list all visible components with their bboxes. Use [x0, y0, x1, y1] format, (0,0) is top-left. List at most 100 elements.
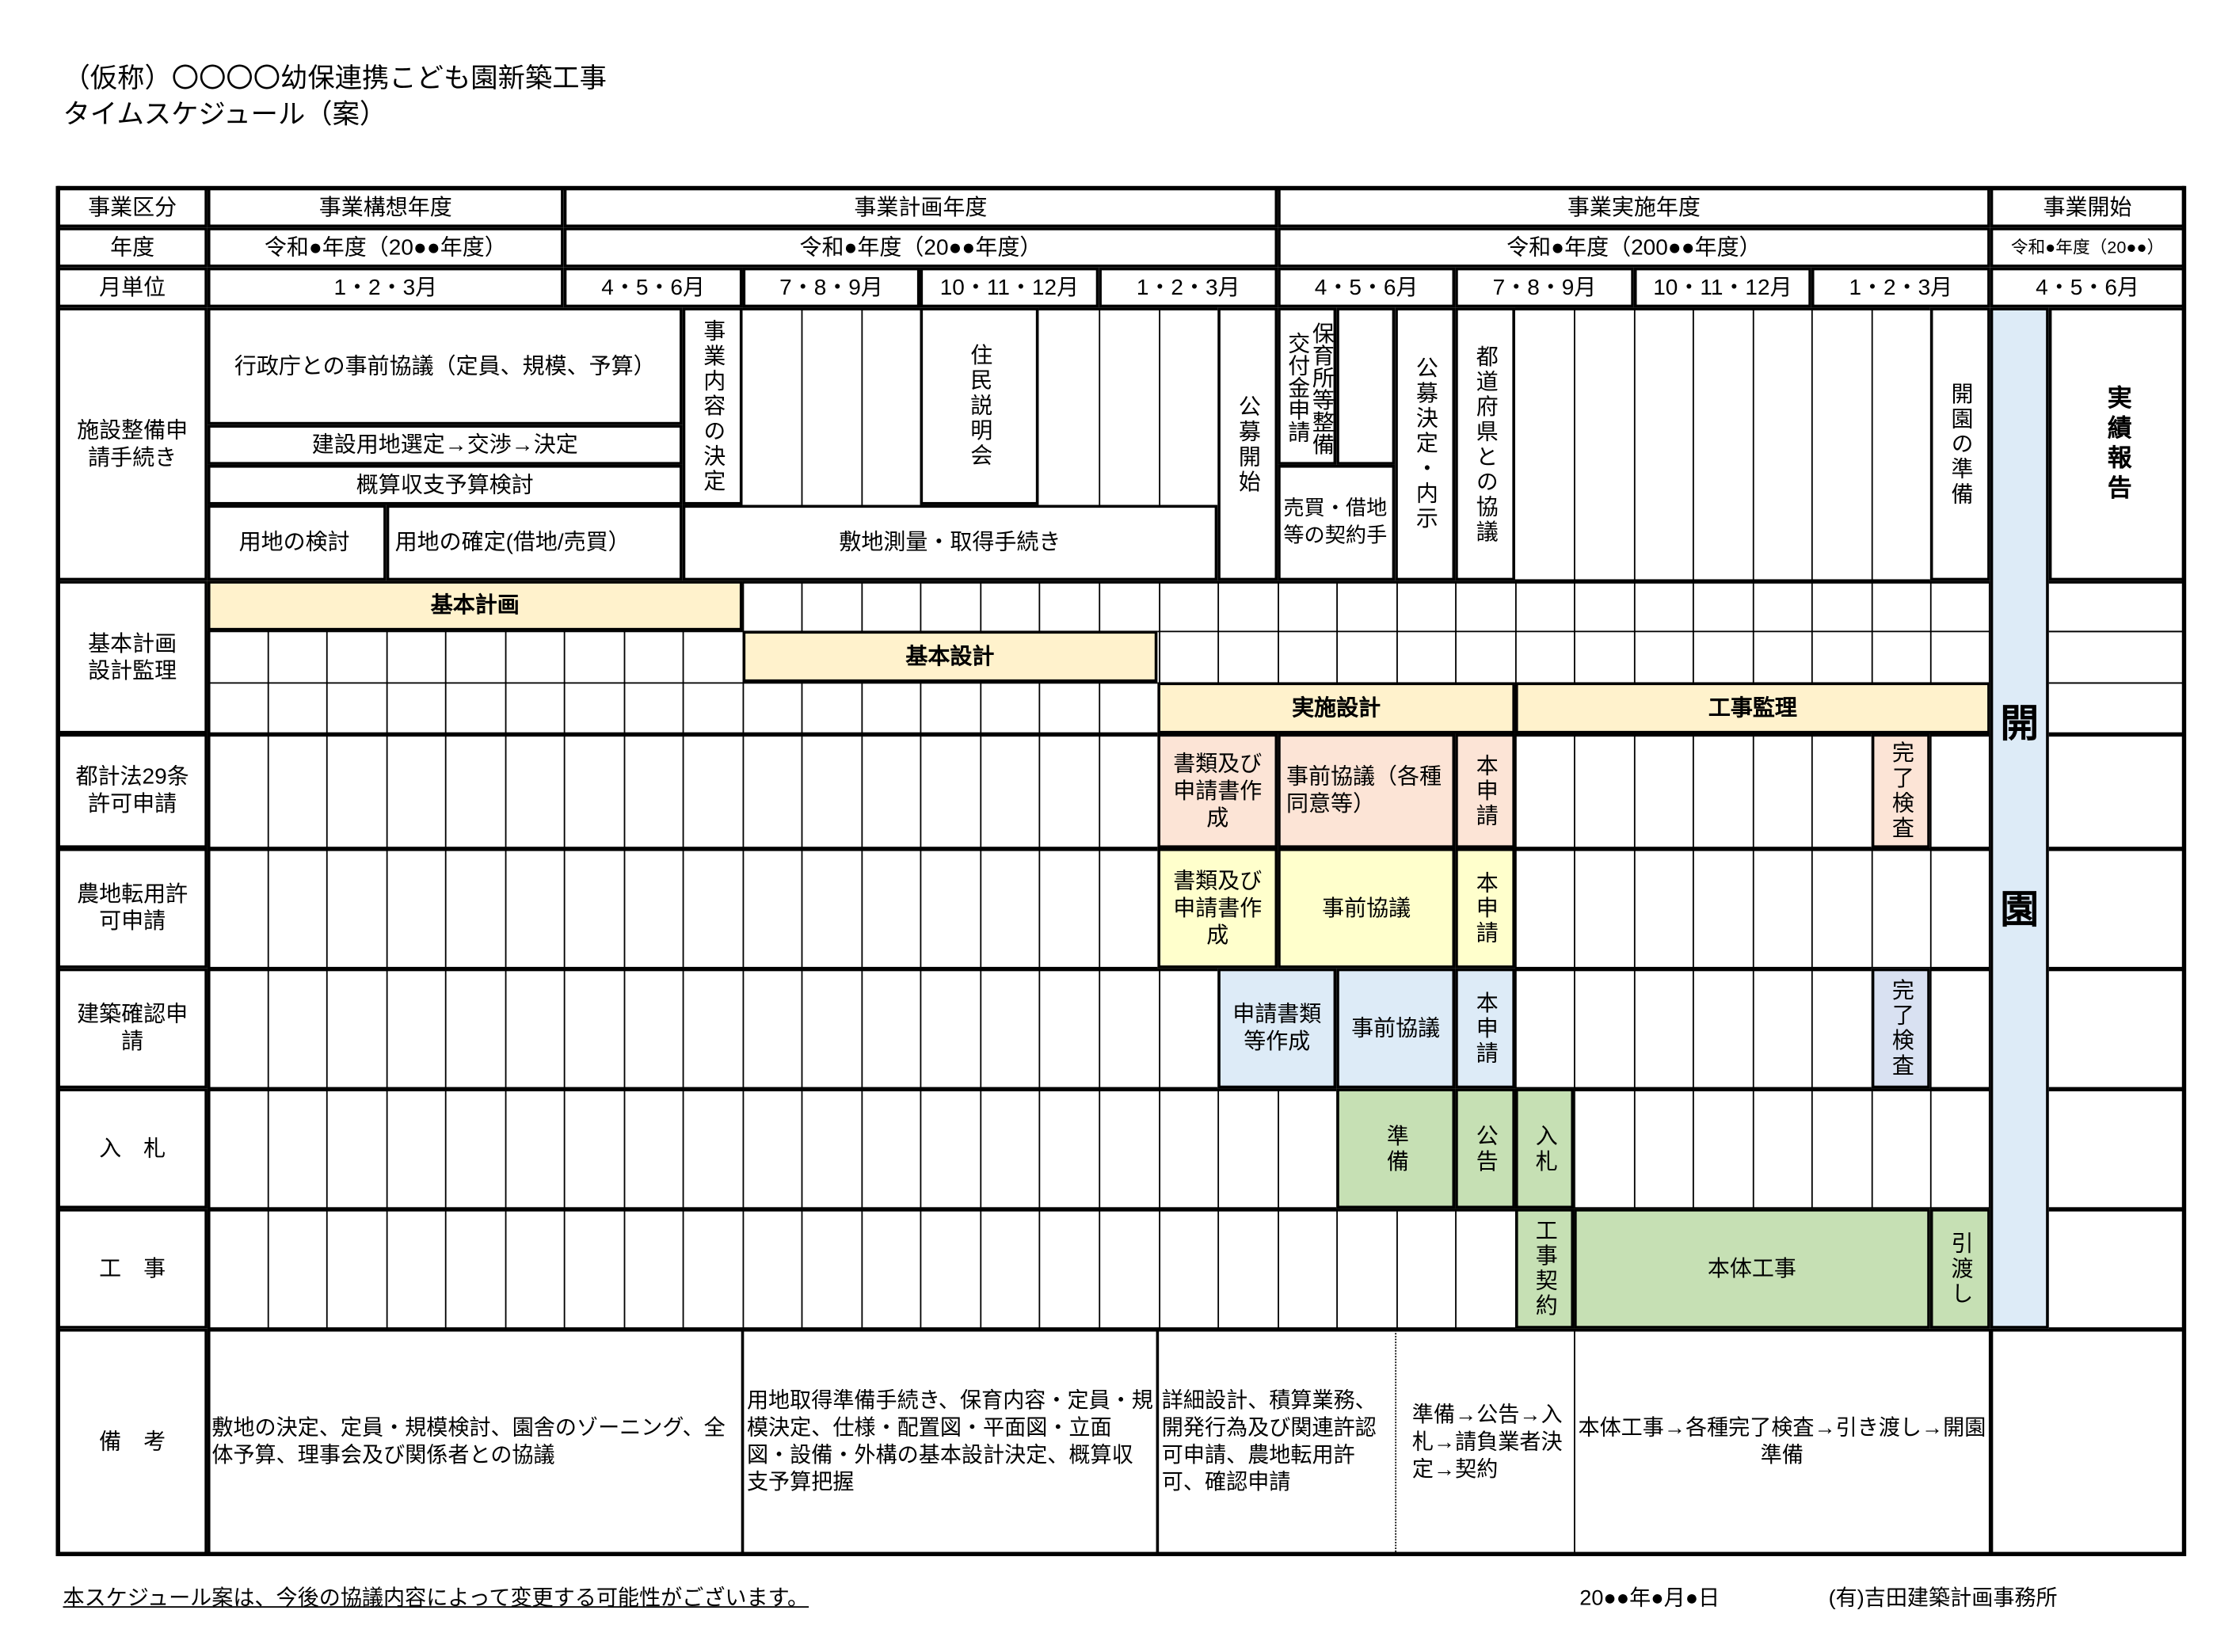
- header-month-group: 7・8・9月: [742, 267, 920, 308]
- grid-line: [57, 732, 2185, 737]
- grid-line: [564, 580, 566, 1329]
- grid-line: [741, 1328, 745, 1555]
- row-label-kenchiku: 建築確認申 請: [57, 968, 208, 1089]
- header-fiscal-year-label: 年度: [57, 227, 208, 268]
- task-recruitment-start: 公募開始: [1217, 307, 1278, 581]
- task-prefecture-consultation: 都道府県との協議: [1455, 307, 1515, 581]
- header-month-group: 10・11・12月: [920, 267, 1099, 308]
- task-budget-review: 概算収支予算検討: [207, 464, 683, 505]
- header-month-group: 4・5・6月: [1278, 267, 1456, 308]
- grid-line: [1930, 580, 1933, 1329]
- task-resident-briefing: 住民説明会: [920, 307, 1039, 505]
- bar-basic-plan: 基本計画: [207, 580, 743, 631]
- header-month-group: 7・8・9月: [1455, 267, 1634, 308]
- grid-line: [1395, 1328, 1398, 1555]
- bar-nochi-application: 本申請: [1455, 847, 1515, 969]
- header-fiscal-year: 令和●年度（20●●年度）: [563, 227, 1278, 268]
- bar-bid-notice: 公告: [1455, 1088, 1515, 1209]
- grid-line: [206, 187, 210, 1555]
- grid-line: [623, 580, 625, 1329]
- bar-basic-design: 基本設計: [742, 630, 1158, 683]
- date-text: 20●●年●月●日: [1579, 1585, 1720, 1611]
- grid-line: [57, 847, 2185, 851]
- grid-line: [2181, 185, 2187, 1556]
- header-month-group: 10・11・12月: [1633, 267, 1811, 308]
- grid-line: [802, 307, 803, 505]
- bar-detail-design: 実施設計: [1157, 682, 1515, 734]
- grid-line: [505, 580, 506, 1329]
- grid-line: [1574, 580, 1576, 1329]
- grid-line: [980, 580, 982, 1329]
- grid-line: [1158, 307, 1160, 505]
- grid-line: [1752, 580, 1754, 1329]
- header-month-unit-label: 月単位: [57, 267, 208, 308]
- opening-char-2: 園: [2000, 888, 2040, 931]
- bar-kenchiku-documents: 申請書類 等作成: [1217, 968, 1337, 1089]
- task-results-report: 実績報告: [2048, 307, 2185, 581]
- header-phase: 事業構想年度: [207, 187, 564, 228]
- bar-toshi-consultation: 事前協議（各種 同意等）: [1278, 733, 1456, 848]
- bar-nochi-documents: 書類及び 申請書作 成: [1157, 847, 1278, 969]
- header-fiscal-year: 令和●年度（200●●年度）: [1278, 227, 1990, 268]
- row-label-plan: 基本計画 設計監理: [57, 580, 208, 734]
- header-month-group: 4・5・6月: [1990, 267, 2185, 308]
- bar-toshi-documents: 書類及び 申請書作 成: [1157, 733, 1278, 848]
- grid-line: [1574, 307, 1576, 581]
- grid-line: [207, 630, 2185, 633]
- row-label-facility: 施設整備申 請手続き: [57, 307, 208, 581]
- grid-line: [861, 307, 863, 505]
- grid-line: [1811, 580, 1814, 1329]
- grid-line: [683, 580, 684, 1329]
- row-label-toshi: 都計法29条 許可申請: [57, 733, 208, 848]
- grid-line: [1693, 307, 1695, 581]
- grid-line: [1811, 307, 1814, 581]
- grid-line: [445, 580, 447, 1329]
- note-text: 準備→公告→入札→請負業者決定→契約: [1411, 1402, 1563, 1482]
- grid-line: [861, 580, 863, 1329]
- header-phase: 事業計画年度: [563, 187, 1278, 228]
- header-month-group: 1・2・3月: [1811, 267, 1990, 308]
- header-month-group: 1・2・3月: [207, 267, 564, 308]
- grid-line: [1156, 1328, 1160, 1555]
- task-government-consultation: 行政庁との事前協議（定員、規模、予算）: [207, 307, 683, 425]
- company-name: (有)吉田建築計画事務所: [1828, 1585, 2058, 1611]
- grid-line: [55, 185, 60, 1556]
- note-text: 本体工事→各種完了検査→引き渡し→開園準備: [1578, 1415, 1986, 1468]
- header-fiscal-year: 令和●年度（20●●）: [1990, 227, 2185, 268]
- bar-kenchiku-application: 本申請: [1455, 968, 1515, 1089]
- task-subsidy-application: 保育所等整備 交付金申請: [1278, 307, 1337, 465]
- grid-line: [2048, 682, 2185, 684]
- header-phase: 事業開始: [1990, 187, 2185, 228]
- bar-bid-preparation: 準備: [1336, 1088, 1456, 1209]
- grid-line: [1514, 580, 1517, 1329]
- grid-line: [1574, 1328, 1575, 1555]
- row-label-nochi: 農地転用許 可申請: [57, 847, 208, 969]
- task-site-selection: 建設用地選定→交渉→決定: [207, 424, 683, 465]
- grid-line: [57, 966, 2185, 971]
- grid-line: [1039, 580, 1042, 1329]
- note-text: 用地取得準備手続き、保育内容・定員・規模決定、仕様・配置図・平面図・立面図・設備…: [746, 1388, 1153, 1495]
- bar-bidding: 入札: [1514, 1088, 1575, 1209]
- grid-line: [1633, 307, 1636, 581]
- grid-line: [1752, 307, 1754, 581]
- task-recruitment-decision: 公募決定・内示: [1395, 307, 1456, 581]
- disclaimer-note: 本スケジュール案は、今後の協議内容によって変更する可能性がございます。: [63, 1585, 809, 1611]
- bar-nochi-consultation: 事前協議: [1278, 847, 1456, 969]
- grid-line: [1871, 307, 1873, 581]
- header-phase: 事業実施年度: [1278, 187, 1990, 228]
- grid-line: [1099, 580, 1101, 1329]
- bar-construction-contract: 工事契約: [1514, 1209, 1575, 1329]
- row-label-notes: 備 考: [57, 1328, 208, 1555]
- grid-line: [802, 580, 803, 1329]
- grid-line: [57, 1327, 2185, 1331]
- bar-opening: 開園: [1990, 307, 2049, 1329]
- header-month-group: 4・5・6月: [563, 267, 743, 308]
- grid-line: [742, 580, 744, 1329]
- task-site-confirmation: 用地の確定(借地/売買）: [386, 504, 683, 581]
- note-text: 詳細設計、積算業務、開発行為及び関連許認可申請、農地転用許可、確認申請: [1161, 1388, 1377, 1495]
- grid-line: [57, 579, 2185, 583]
- task-land-contract: 売買・借地 等の契約手: [1278, 464, 1396, 581]
- grid-line: [1871, 580, 1873, 1329]
- bar-kenchiku-inspection: 完了検査: [1871, 968, 1931, 1089]
- grid-line: [2048, 630, 2185, 633]
